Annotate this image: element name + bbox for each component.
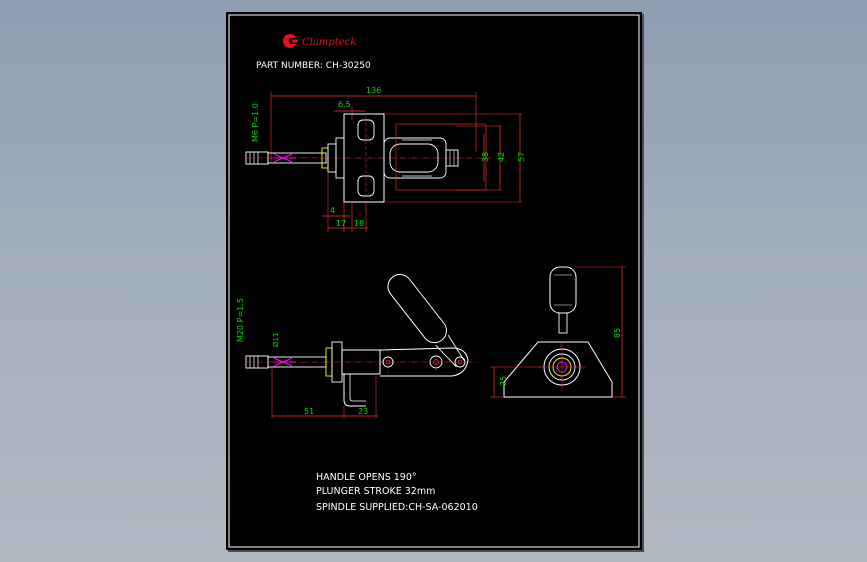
dim-top-thread: M6 P=1.0: [251, 103, 260, 142]
dim-base-17: 17: [336, 219, 346, 228]
brand-logo: Clampteck: [283, 34, 356, 48]
brand-name: Clampteck: [302, 37, 356, 48]
dim-foot-23: 23: [358, 407, 368, 416]
dim-side-diameter: Ø11: [272, 333, 280, 347]
dim-offset: 6.5: [338, 100, 351, 109]
dim-base-18: 18: [354, 219, 364, 228]
drawing-sheet: Clampteck PART NUMBER: CH-30250 136 6.5 …: [226, 12, 642, 550]
dim-height-57: 57: [517, 152, 526, 162]
dim-end-base-25: 25: [499, 376, 508, 386]
dim-height-38: 38: [481, 152, 490, 162]
dim-base-4: 4: [330, 206, 335, 215]
dim-height-42: 42: [497, 152, 506, 162]
dim-side-thread: M20 P=1.5: [236, 298, 245, 342]
top-view: 136 6.5 M6 P=1.0: [245, 86, 526, 232]
dim-overall-length: 136: [366, 86, 381, 95]
end-view: 85 25: [490, 266, 626, 398]
dim-length-51: 51: [304, 407, 314, 416]
sheet-border: [228, 14, 640, 548]
dim-end-height-85: 85: [613, 328, 622, 338]
cad-drawing: Clampteck PART NUMBER: CH-30250 136 6.5 …: [228, 14, 640, 548]
note-handle-opens: HANDLE OPENS 190°: [316, 472, 417, 483]
part-number: PART NUMBER: CH-30250: [256, 61, 371, 71]
side-view: M20 P=1.5 Ø11: [236, 274, 478, 418]
note-plunger-stroke: PLUNGER STROKE 32mm: [316, 486, 435, 497]
note-spindle-supplied: SPINDLE SUPPLIED:CH-SA-062010: [316, 502, 478, 513]
